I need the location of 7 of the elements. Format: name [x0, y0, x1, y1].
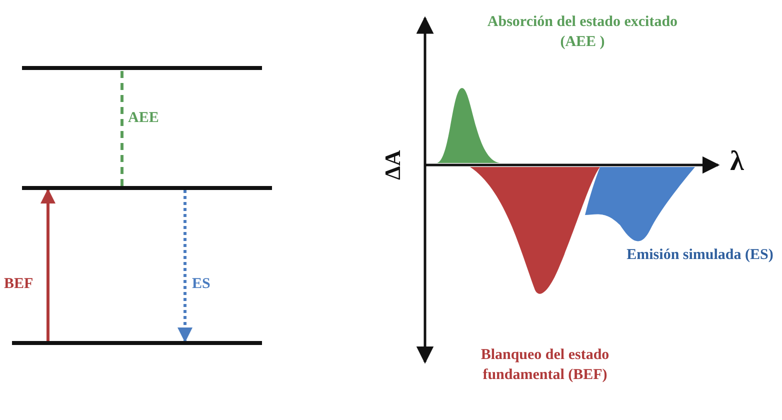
annotation: Blanqueo del estado fundamental (BEF) [480, 346, 610, 385]
annotation: Absorción del estado excitado (AEE ) [486, 13, 679, 52]
annotation: Emisión simulada (ES) [626, 246, 774, 265]
axis-label: λ [729, 146, 745, 178]
transition-arrow [40, 188, 56, 341]
axis-label: ΔA [380, 150, 406, 180]
transition-arrow [178, 190, 192, 342]
